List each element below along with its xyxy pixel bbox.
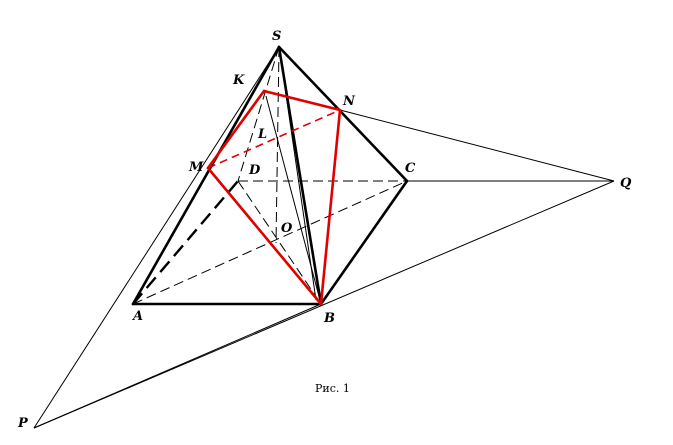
label-d: D <box>248 163 261 178</box>
line-n-q <box>339 109 615 182</box>
edge-s-b <box>277 45 323 306</box>
label-s: S <box>272 29 281 44</box>
pyramid-edges <box>131 45 409 306</box>
section-n-b <box>319 108 342 306</box>
section-m-n-hidden <box>207 109 341 169</box>
hidden-lines <box>132 46 408 305</box>
label-c: C <box>405 161 416 176</box>
figure-caption: Рис. 1 <box>315 382 350 395</box>
edge-a-d <box>132 180 239 305</box>
section-m-l <box>206 89 266 170</box>
line-p-q <box>33 180 615 429</box>
line-s-o <box>275 46 280 244</box>
label-k: K <box>232 73 245 88</box>
auxiliary-lines <box>33 46 615 429</box>
label-m: M <box>188 160 204 175</box>
section-m-b <box>206 166 323 306</box>
label-b: B <box>323 311 335 326</box>
line-d-b <box>237 180 322 305</box>
line-l-b <box>265 95 322 305</box>
label-a: A <box>131 309 143 324</box>
section-l-n <box>262 89 342 112</box>
edge-b-c <box>319 179 409 306</box>
line-p-b <box>33 303 322 429</box>
edge-s-c <box>277 45 409 183</box>
section-polygon <box>206 89 342 306</box>
label-l: L <box>257 127 267 142</box>
line-s-d <box>237 46 280 182</box>
label-o: O <box>281 221 293 236</box>
point-labels: S K N L M D C O Q A B P <box>17 29 632 431</box>
label-n: N <box>342 94 356 109</box>
label-p: P <box>17 416 29 431</box>
line-p-s <box>33 46 280 429</box>
label-q: Q <box>620 176 632 191</box>
edge-s-a <box>131 45 281 306</box>
